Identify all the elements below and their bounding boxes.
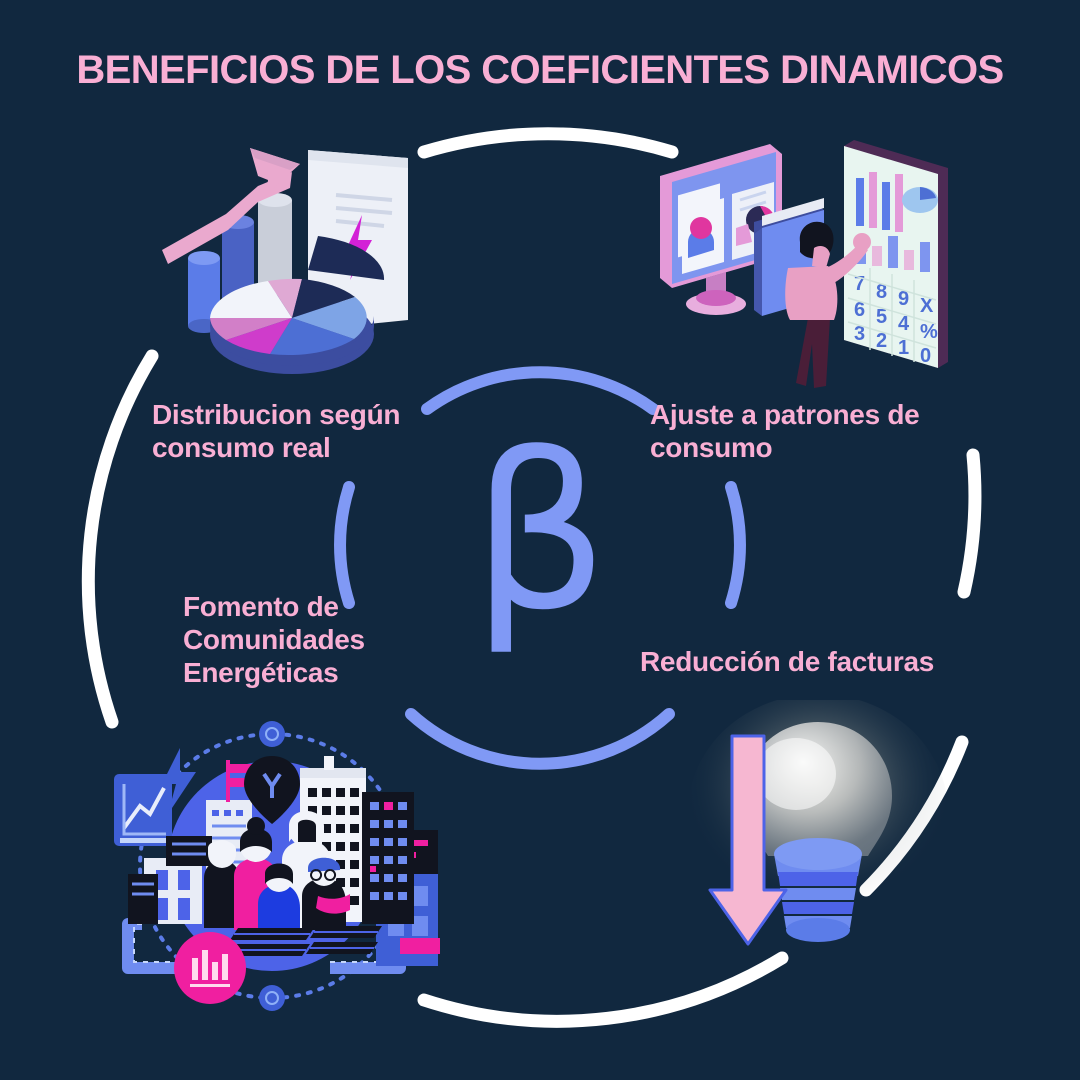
svg-text:3: 3 — [854, 323, 865, 345]
person-figure — [785, 221, 871, 388]
svg-text:X: X — [920, 295, 934, 317]
svg-text:8: 8 — [876, 281, 887, 303]
lightbulb-down-arrow-icon — [688, 694, 955, 985]
svg-text:6: 6 — [854, 299, 865, 321]
svg-text:5: 5 — [876, 306, 887, 328]
svg-text:%: % — [920, 321, 938, 343]
outer-arc-top — [417, 127, 679, 159]
svg-text:4: 4 — [898, 313, 910, 335]
benefit-label-fomento: Fomento de Comunidades Energéticas — [183, 591, 365, 689]
bulb-base — [778, 872, 858, 942]
people-group — [204, 811, 350, 934]
orbit-node-bottom — [259, 985, 285, 1011]
outer-arc-right-upper — [957, 448, 982, 599]
chart-card — [114, 774, 172, 846]
inner-arc-left — [334, 481, 355, 609]
building-low — [128, 836, 212, 924]
outer-arc-left — [81, 349, 159, 729]
inner-arc-bottom — [405, 708, 675, 770]
lightning-icon — [162, 748, 196, 814]
orbit-node-top — [259, 721, 285, 747]
svg-text:0: 0 — [920, 345, 931, 367]
svg-text:1: 1 — [898, 337, 909, 359]
benefit-label-ajuste: Ajuste a patrones de consumo — [650, 399, 920, 464]
benefit-label-reduccion: Reducción de facturas — [640, 646, 935, 677]
charts-document-icon — [140, 140, 425, 385]
growth-arrow-icon — [162, 148, 300, 264]
beta-symbol: β — [471, 407, 609, 658]
svg-text:9: 9 — [898, 288, 909, 310]
monitor-icon — [660, 144, 782, 315]
benefit-label-distribucion: Distribucion según consumo real — [152, 399, 401, 464]
solar-panels — [226, 926, 382, 956]
bar-badge-icon — [174, 932, 246, 1004]
pie-chart-3d — [210, 236, 385, 374]
svg-text:2: 2 — [876, 330, 887, 352]
page-title: BENEFICIOS DE LOS COEFICIENTES DINAMICOS — [76, 48, 1004, 92]
building-dark — [362, 792, 414, 924]
svg-text:7: 7 — [854, 273, 865, 295]
energy-community-icon — [100, 718, 445, 1013]
inner-arc-right — [725, 481, 746, 609]
down-arrow-icon — [708, 734, 788, 946]
location-pin-icon — [244, 756, 300, 824]
document-sheet — [308, 150, 408, 330]
